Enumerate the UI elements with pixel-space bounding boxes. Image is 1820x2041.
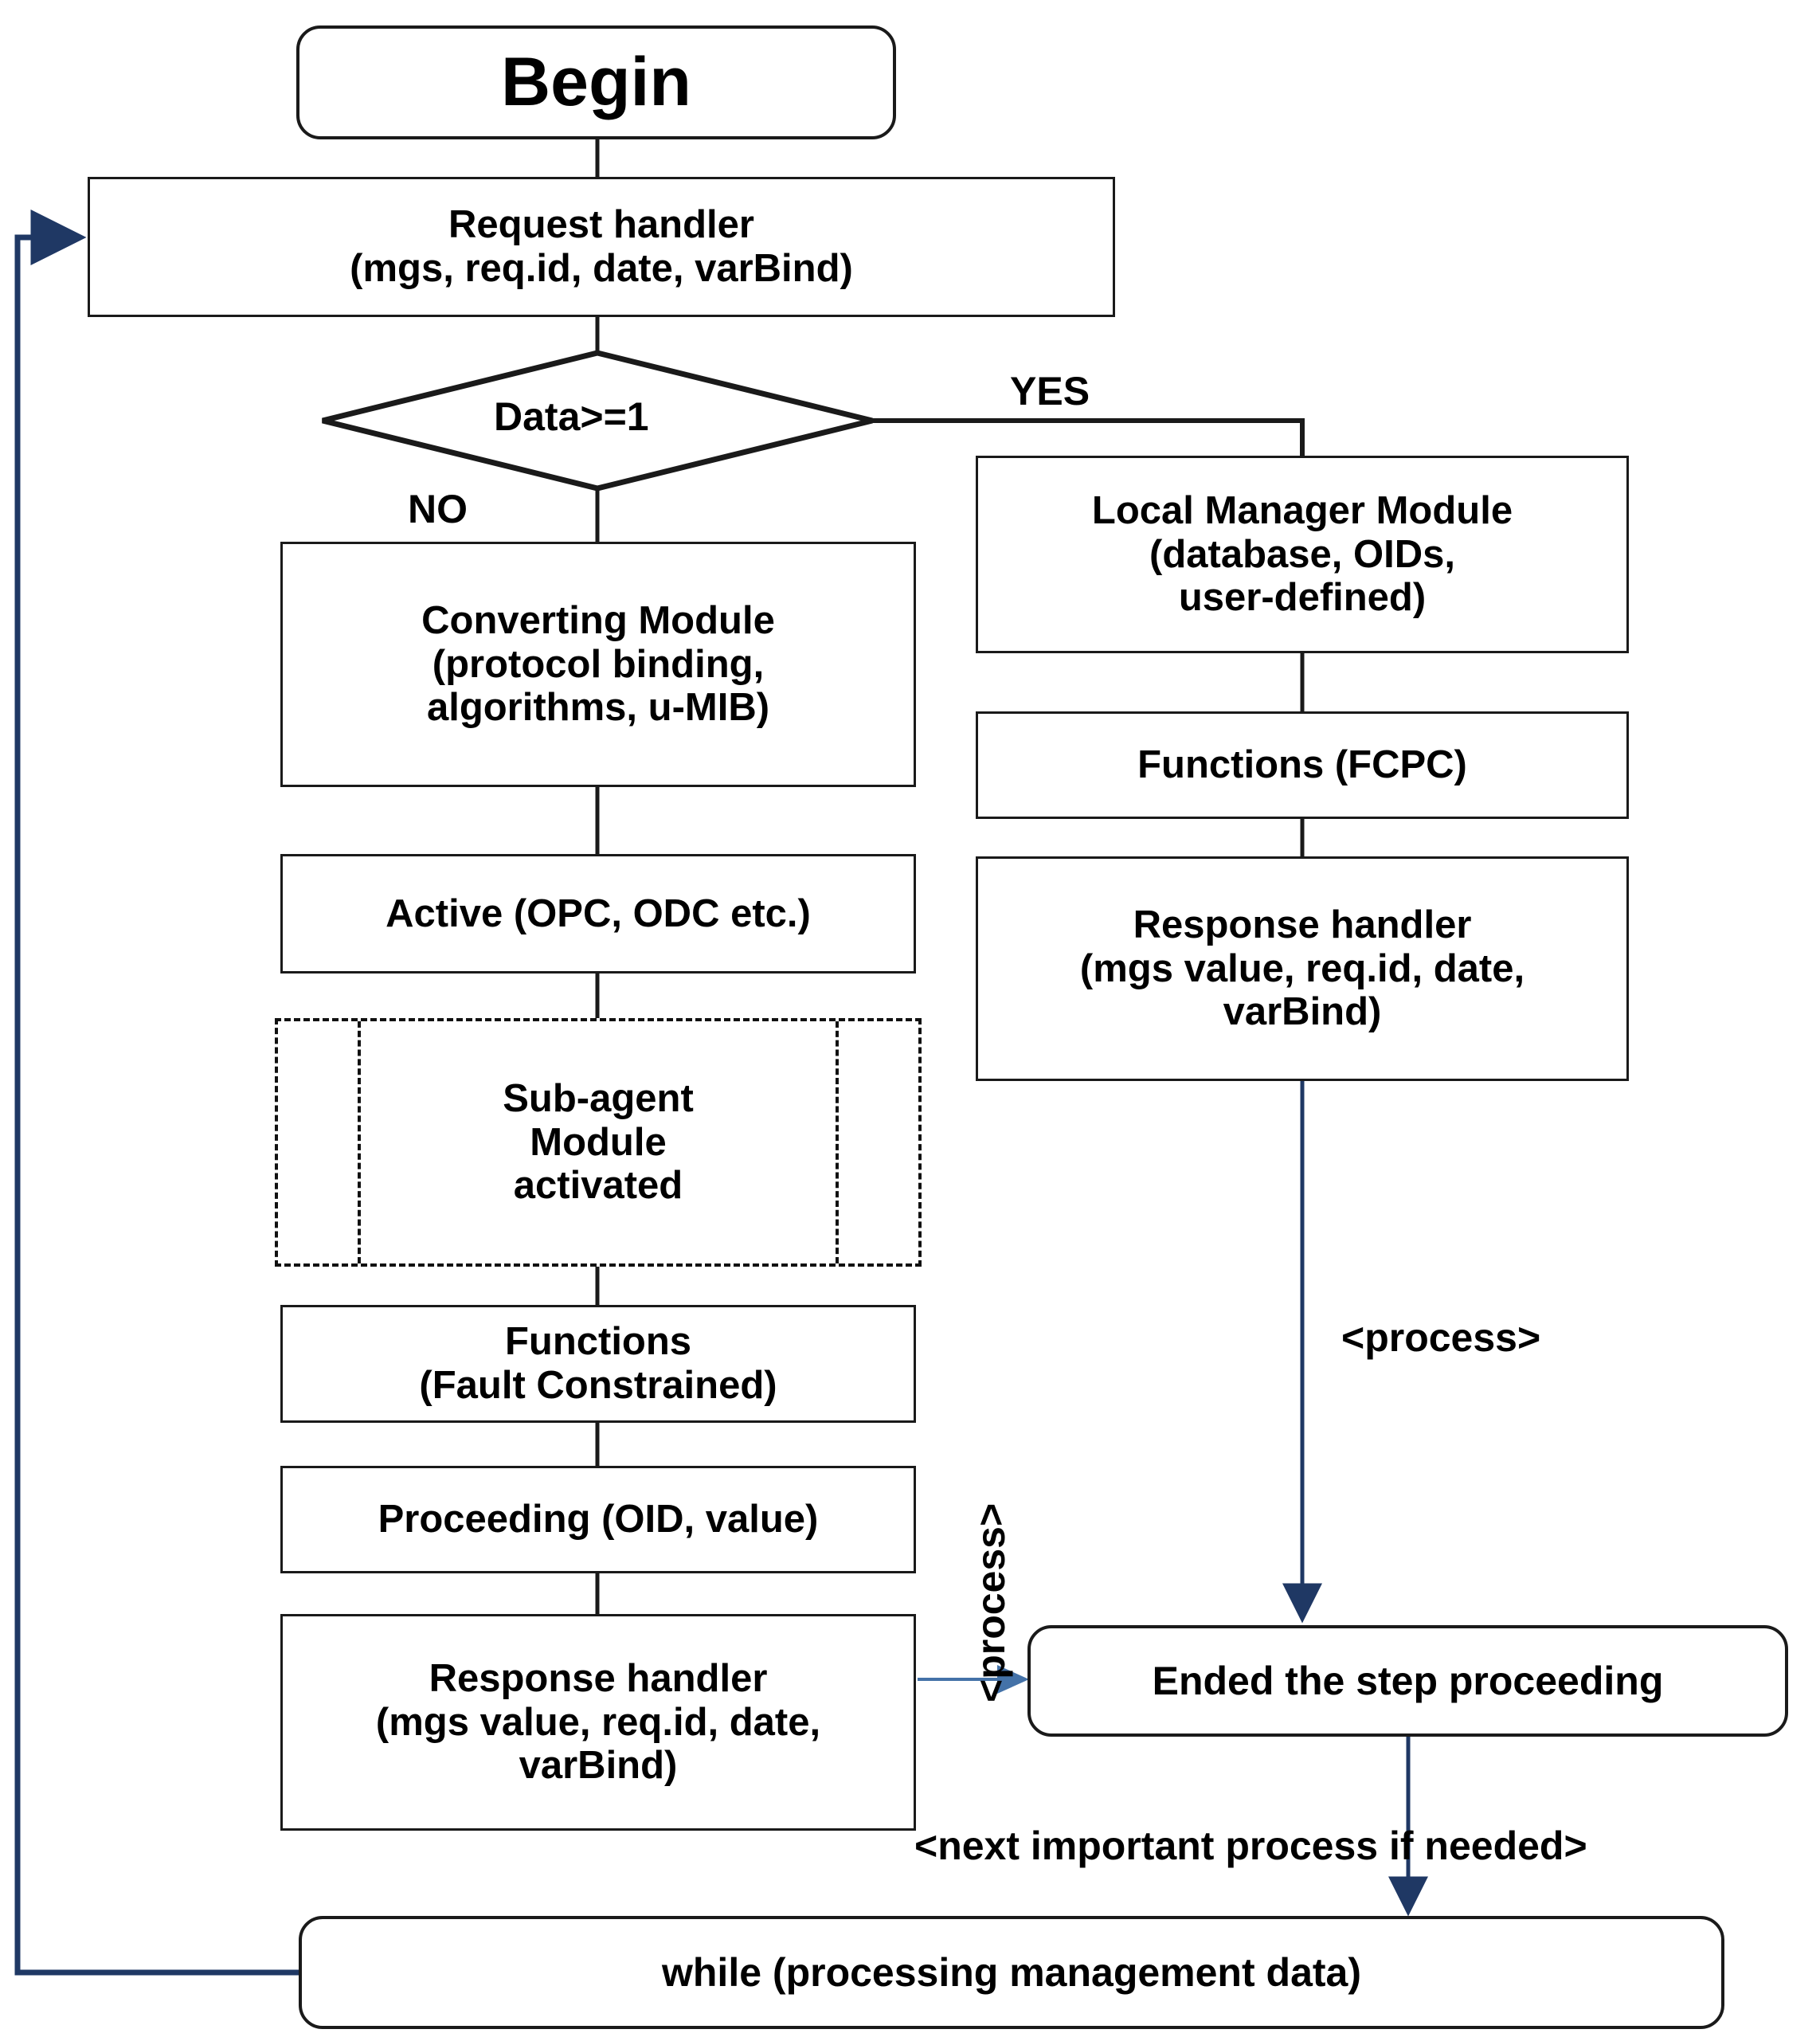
node-response-handler-right[interactable]: Response handler (mgs value, req.id, dat… — [976, 856, 1629, 1081]
node-begin[interactable]: Begin — [296, 25, 896, 139]
node-functions-fcpc[interactable]: Functions (FCPC) — [976, 711, 1629, 819]
node-request-handler-line1: Request handler — [448, 203, 754, 247]
node-response-handler-left-line1: Response handler — [429, 1656, 768, 1700]
node-sub-agent-module[interactable]: Sub-agent Module activated — [275, 1018, 922, 1267]
node-response-handler-left[interactable]: Response handler (mgs value, req.id, dat… — [280, 1614, 916, 1831]
node-while-loop-label: while (processing management data) — [662, 1950, 1361, 1995]
node-local-manager-line3: user-defined) — [1178, 576, 1427, 620]
edge-label-next-important-process: <next important process if needed> — [914, 1824, 1587, 1868]
node-converting-module-line3: algorithms, u-MIB) — [426, 686, 770, 730]
node-converting-module-line1: Converting Module — [421, 598, 775, 642]
node-sub-agent-module-line2: Module — [530, 1120, 667, 1164]
node-request-handler-line2: (mgs, req.id, date, varBind) — [350, 247, 853, 290]
node-response-handler-right-line3: varBind) — [1223, 990, 1382, 1034]
node-converting-module[interactable]: Converting Module (protocol binding, alg… — [280, 542, 916, 787]
node-sub-agent-module-line3: activated — [513, 1164, 683, 1208]
node-proceeding-label: Proceeding (OID, value) — [378, 1498, 819, 1542]
node-proceeding[interactable]: Proceeding (OID, value) — [280, 1466, 916, 1573]
edge-label-process-right: <process> — [1341, 1315, 1541, 1360]
node-response-handler-left-line2: (mgs value, req.id, date, — [375, 1700, 821, 1744]
edge-label-no: NO — [408, 487, 468, 531]
node-active[interactable]: Active (OPC, ODC etc.) — [280, 854, 916, 973]
node-active-label: Active (OPC, ODC etc.) — [386, 891, 811, 935]
node-begin-label: Begin — [501, 44, 691, 121]
predefined-process-right-bar — [836, 1021, 839, 1263]
node-response-handler-right-line2: (mgs value, req.id, date, — [1079, 946, 1525, 990]
node-functions-fcpc-label: Functions (FCPC) — [1137, 743, 1467, 787]
node-functions-fault-constrained[interactable]: Functions (Fault Constrained) — [280, 1305, 916, 1423]
node-converting-module-line2: (protocol binding, — [432, 642, 765, 686]
node-functions-fault-line2: (Fault Constrained) — [419, 1364, 777, 1407]
node-functions-fault-line1: Functions — [504, 1320, 692, 1364]
node-request-handler[interactable]: Request handler (mgs, req.id, date, varB… — [88, 177, 1115, 317]
node-response-handler-right-line1: Response handler — [1133, 903, 1472, 946]
node-sub-agent-module-line1: Sub-agent — [503, 1076, 694, 1120]
node-ended-step-label: Ended the step proceeding — [1152, 1659, 1664, 1703]
node-ended-step-proceeding[interactable]: Ended the step proceeding — [1027, 1625, 1788, 1737]
edge-label-yes: YES — [1010, 369, 1090, 413]
node-local-manager-line1: Local Manager Module — [1091, 488, 1513, 532]
node-local-manager-module[interactable]: Local Manager Module (database, OIDs, us… — [976, 456, 1629, 653]
node-decision-label: Data>=1 — [494, 394, 649, 439]
node-while-loop[interactable]: while (processing management data) — [299, 1916, 1724, 2029]
node-response-handler-left-line3: varBind) — [519, 1744, 678, 1788]
edge-label-process-vertical: <process> — [969, 1502, 1013, 1702]
predefined-process-left-bar — [358, 1021, 361, 1263]
node-local-manager-line2: (database, OIDs, — [1149, 532, 1455, 576]
